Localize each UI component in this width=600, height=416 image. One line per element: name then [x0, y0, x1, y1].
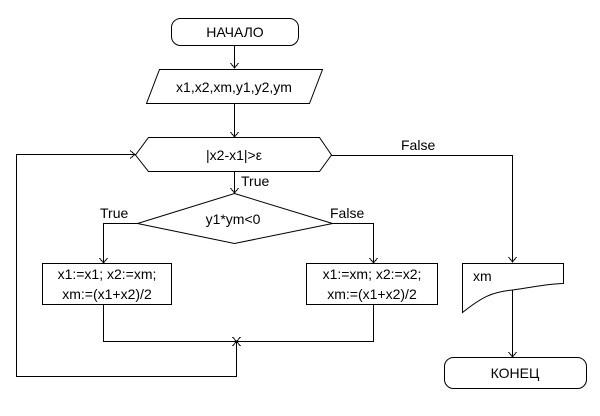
edge-decision-false [332, 223, 374, 263]
loop-condition-label: |x2-x1|>ε [206, 147, 262, 163]
end-terminator [444, 357, 587, 389]
edge-loop-back [16, 154, 237, 377]
edge-label-decision-false: False [330, 205, 364, 221]
edge-decision-true [103, 223, 138, 263]
process-false-box [306, 263, 438, 305]
process-true-line1: x1:=x1; x2:=xm; [58, 266, 157, 282]
output-document [462, 263, 564, 314]
output-label: xm [473, 268, 492, 284]
process-true-line2: xm:=(x1+x2)/2 [62, 286, 152, 302]
process-true-box [42, 263, 172, 305]
edge-loop-false [331, 155, 513, 262]
input-parallelogram [145, 69, 324, 104]
arrowhead-icon [508, 256, 517, 263]
decision-label: y1*ym<0 [206, 211, 261, 227]
edge-merge [103, 305, 374, 342]
process-false-line2: xm:=(x1+x2)/2 [327, 286, 417, 302]
arrowhead-icon [230, 62, 239, 69]
input-label: x1,x2,xm,y1,y2,ym [176, 79, 292, 95]
edge-label-loop-true: True [241, 173, 269, 189]
loop-condition-hexagon [134, 137, 333, 172]
start-label: НАЧАЛО [206, 24, 264, 40]
end-label: КОНЕЦ [491, 365, 540, 381]
edge-label-loop-false: False [401, 137, 435, 153]
edge-label-decision-true: True [100, 205, 128, 221]
arrowhead-icon [129, 150, 136, 159]
decision-diamond [137, 192, 333, 245]
process-false-line1: x1:=xm; x2:=x2; [323, 266, 422, 282]
start-terminator [171, 18, 299, 46]
